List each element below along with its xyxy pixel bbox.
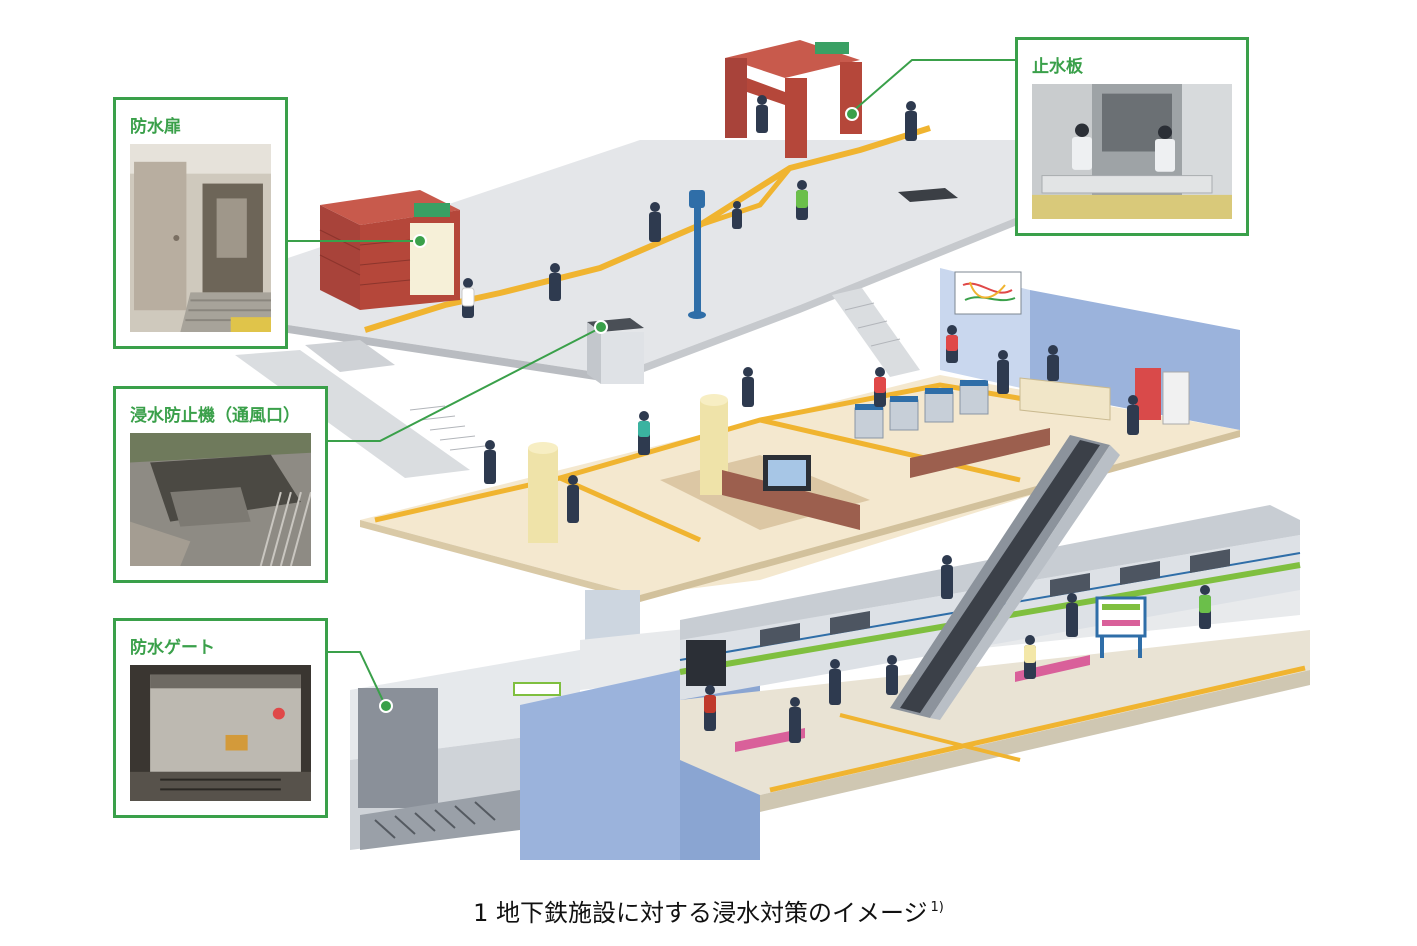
flood-gate-wall (358, 688, 438, 808)
platform-level (350, 435, 1310, 860)
callout-waterproof-gate: 防水ゲート (113, 618, 328, 818)
callout-waterproof-door: 防水扉 (113, 97, 288, 349)
leader-lines (285, 59, 1015, 706)
entrance-building-left (319, 190, 460, 310)
callout-water-stop-board: 止水板 (1015, 37, 1249, 236)
photo-water-stop-board (1032, 84, 1232, 219)
callout-title-vent-flood-device: 浸水防止機（通風口） (130, 406, 300, 426)
photo-vent-flood-device (130, 433, 311, 566)
callout-vent-flood-device: 浸水防止機（通風口） (113, 386, 328, 583)
caption-text: 1 地下鉄施設に対する浸水対策のイメージ (473, 899, 928, 927)
callout-title-waterproof-door: 防水扉 (130, 117, 181, 137)
callout-title-water-stop-board: 止水板 (1032, 57, 1083, 77)
caption-footnote-marker: 1) (930, 900, 944, 915)
photo-waterproof-gate (130, 665, 311, 801)
pedestrians (461, 95, 917, 318)
photo-waterproof-door (130, 144, 271, 332)
stairs-street (235, 288, 920, 478)
ventilation-shaft (587, 318, 644, 384)
callout-title-waterproof-gate: 防水ゲート (130, 638, 215, 658)
leader-anchors (379, 107, 859, 713)
